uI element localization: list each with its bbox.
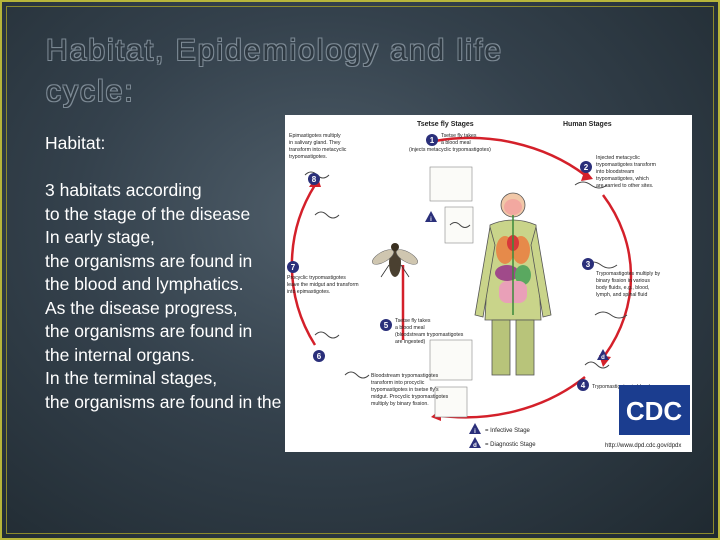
step-captions: Tsetse fly takes a blood meal (injects m… [287,133,662,407]
body-line: the internal organs. [45,344,195,365]
heading-human: Human Stages [563,121,612,128]
svg-text:i: i [474,429,476,435]
step-8-circle [308,173,320,185]
body-line: to the stage of the disease [45,203,251,224]
svg-text:d: d [601,355,605,361]
caption-step-1: Tsetse fly takes a blood meal (injects m… [409,133,491,153]
human-figure [474,192,552,376]
step-4-circle [577,379,589,391]
body-line: In the terminal stages, [45,368,218,388]
body-line: the blood and lymphatics. [45,274,244,294]
step-1-circle [426,134,438,146]
caption-step-8: Epimastigotes multiply in salivary gland… [289,133,348,160]
step-4-number: 4 [581,381,586,390]
svg-text:i: i [430,217,432,223]
tsetse-fly-drawing [372,243,418,278]
body-line: the organisms are found in [45,321,253,341]
illus-fly-bite-top [429,166,473,202]
life-cycle-diagram: Tsetse fly Stages Human Stages [285,115,692,452]
body-line: As the disease progress, [45,297,238,318]
caption-step-2: Injected metacyclic trypomastigotes tran… [596,155,657,189]
stage-markers: i d [425,211,609,361]
body-line: In early stage, [45,227,155,247]
step-2-number: 2 [584,163,589,172]
illus-procyclic [434,386,468,418]
step-5-number: 5 [384,321,389,330]
illus-fly-bite-bottom [429,339,473,381]
stage-illustrations [429,166,474,418]
legend-infective: = Infective Stage [485,428,531,434]
body-line: Habitat: [45,133,106,153]
cdc-logo-text: CDC [626,396,683,426]
infective-marker [425,211,437,222]
step-5-circle [380,319,392,331]
life-cycle-svg: Tsetse fly Stages Human Stages [287,121,690,449]
step-8-number: 8 [312,175,317,184]
cdc-logo: CDC [619,385,690,435]
body-line: the organisms are found in [45,250,253,271]
step-6-number: 6 [317,352,322,361]
caption-step-6: Bloodstream trypomastigotes transform in… [371,373,450,407]
step-numbers: 1 2 3 4 5 6 7 8 [287,134,594,391]
step-7-circle [287,261,299,273]
caption-step-7: Procyclic trypomastigotes leave the midg… [287,275,360,295]
diagnostic-marker [597,349,609,360]
caption-step-3: Trypomastigotes multiply by binary fissi… [596,271,662,298]
legend-diagnostic: = Diagnostic Stage [485,442,536,448]
slide-title: Habitat, Epidemiology and life cycle: [46,34,503,108]
illus-metacyclic [444,206,474,244]
svg-text:d: d [473,443,477,449]
step-6-circle [313,350,325,362]
step-7-number: 7 [291,263,296,272]
arrow-top-right [434,136,586,177]
step-2-circle [580,161,592,173]
step-3-number: 3 [586,260,591,269]
body-line: 3 habitats according [45,180,202,200]
source-url: http://www.dpd.cdc.gov/dpdx [605,443,681,449]
step-1-number: 1 [430,136,435,145]
stage-legend: i = Infective Stage d = Diagnostic Stage [469,423,536,449]
caption-step-5: Tsetse fly takes a blood meal (bloodstre… [395,318,465,345]
arrow-right [602,194,633,356]
step-3-circle [582,258,594,270]
heading-tsetse: Tsetse fly Stages [417,121,474,128]
